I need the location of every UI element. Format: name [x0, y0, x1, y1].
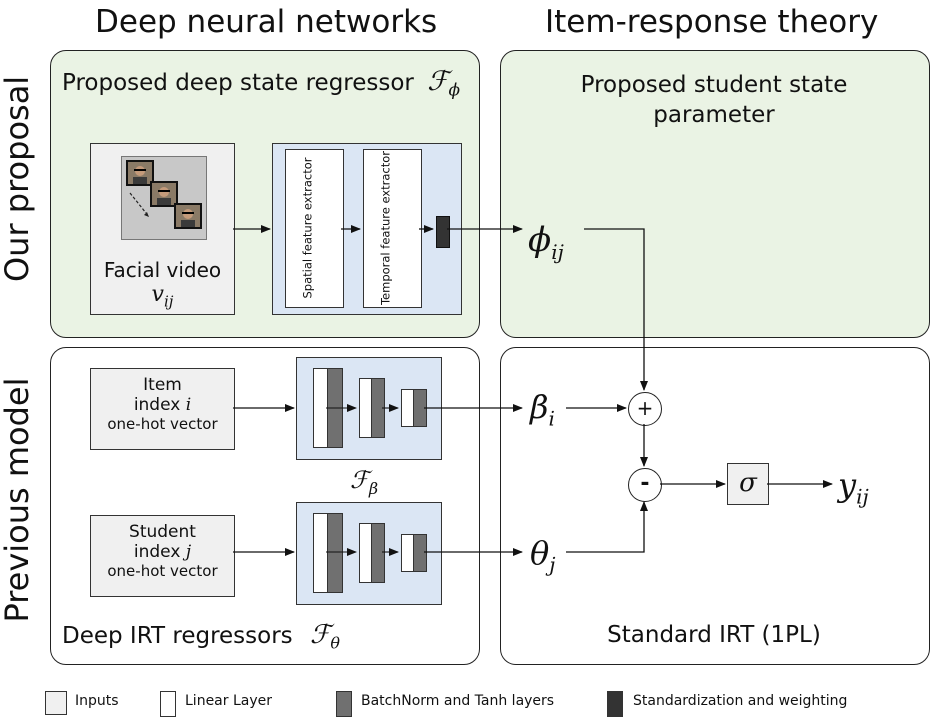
f-phi-subscript: ϕ: [448, 80, 461, 101]
student-index-line2: index j: [91, 542, 234, 562]
video-var-subscript: ij: [163, 292, 174, 311]
y-letter: y: [838, 466, 857, 504]
item-index-box: Item index i one-hot vector: [90, 368, 235, 450]
deep-state-regressor-text: Proposed deep state regressor: [62, 70, 414, 96]
legend-standardization-label: Standardization and weighting: [633, 693, 848, 709]
student-index-line1: Student: [129, 522, 196, 542]
video-frames-icon: [126, 160, 202, 229]
theta-subscript: j: [549, 552, 556, 577]
f-beta-label: ℱβ: [350, 466, 378, 498]
arrow-theta-to-minus: [566, 501, 648, 553]
legend-batchnorm-label: BatchNorm and Tanh layers: [361, 693, 555, 709]
legend-inputs-swatch: [45, 691, 67, 715]
legend-linear-label: Linear Layer: [185, 693, 272, 709]
theta-symbol: θj: [530, 534, 555, 576]
phi-subscript: ij: [551, 239, 564, 264]
panel-proposed-student-state: [500, 50, 930, 338]
student-state-label-line2: parameter: [653, 102, 775, 128]
minus-operator: -: [628, 468, 662, 502]
f-theta-batchnorm-2: [371, 523, 385, 583]
item-index-line1: Item: [143, 375, 182, 395]
standard-irt-label: Standard IRT (1PL): [607, 622, 821, 648]
theta-letter: θ: [530, 534, 550, 572]
f-theta-batchnorm-3: [413, 534, 427, 572]
temporal-feature-extractor: Temporal feature extractor: [363, 149, 422, 308]
video-frames-thumbnail: [121, 156, 207, 240]
legend: Inputs Linear Layer BatchNorm and Tanh l…: [0, 684, 935, 720]
legend-batchnorm-swatch: [336, 691, 352, 717]
f-theta-symbol: ℱ: [309, 620, 331, 650]
y-output-symbol: yij: [838, 466, 869, 508]
plus-operator: +: [628, 392, 662, 426]
deep-state-regressor-network: Spatial feature extractor Temporal featu…: [272, 143, 462, 315]
f-theta-batchnorm-1: [327, 513, 343, 593]
standardization-layer: [436, 216, 450, 248]
student-index-line3: one-hot vector: [107, 562, 218, 580]
panel-standard-irt: [500, 347, 930, 665]
student-state-label-line1: Proposed student state: [580, 72, 848, 98]
beta-symbol: βi: [530, 388, 555, 430]
column-title-item-response-theory: Item-response theory: [545, 4, 879, 40]
phi-letter: ϕ: [528, 220, 552, 260]
item-index-variable: i: [185, 395, 192, 415]
student-state-label: Proposed student state parameter: [500, 70, 928, 130]
spatial-feature-extractor: Spatial feature extractor: [285, 149, 344, 308]
legend-standardization-swatch: [607, 691, 623, 717]
deep-state-regressor-label: Proposed deep state regressor ℱϕ: [62, 66, 460, 101]
sigma-box: σ: [727, 463, 769, 505]
deep-irt-regressors-label: Deep IRT regressors ℱθ: [62, 620, 340, 653]
legend-inputs-label: Inputs: [75, 693, 119, 709]
student-index-variable: j: [185, 542, 192, 562]
video-var-v: v: [151, 282, 164, 307]
item-index-word: index: [133, 395, 181, 415]
beta-letter: β: [530, 388, 549, 426]
legend-linear-swatch: [160, 691, 176, 717]
f-beta-symbol: ℱ: [350, 466, 369, 494]
sigma-symbol: σ: [739, 468, 757, 498]
video-variable: vij: [91, 282, 234, 310]
f-beta-subscript: β: [368, 478, 379, 498]
y-subscript: ij: [856, 484, 869, 509]
item-index-line3: one-hot vector: [107, 415, 218, 433]
f-theta-subscript: θ: [330, 633, 341, 653]
arrow-phi-to-plus: [584, 228, 648, 391]
column-title-deep-neural-networks: Deep neural networks: [95, 4, 438, 40]
f-beta-network: [296, 357, 442, 460]
deep-irt-regressors-text: Deep IRT regressors: [62, 623, 293, 649]
student-index-word: index: [133, 542, 181, 562]
beta-subscript: i: [548, 406, 555, 431]
phi-symbol: ϕij: [528, 220, 564, 264]
student-index-box: Student index j one-hot vector: [90, 515, 235, 597]
facial-video-label: Facial video: [103, 258, 222, 282]
f-theta-network: [296, 502, 442, 605]
item-index-line2: index i: [91, 395, 234, 415]
f-phi-symbol: ℱ: [427, 66, 449, 97]
